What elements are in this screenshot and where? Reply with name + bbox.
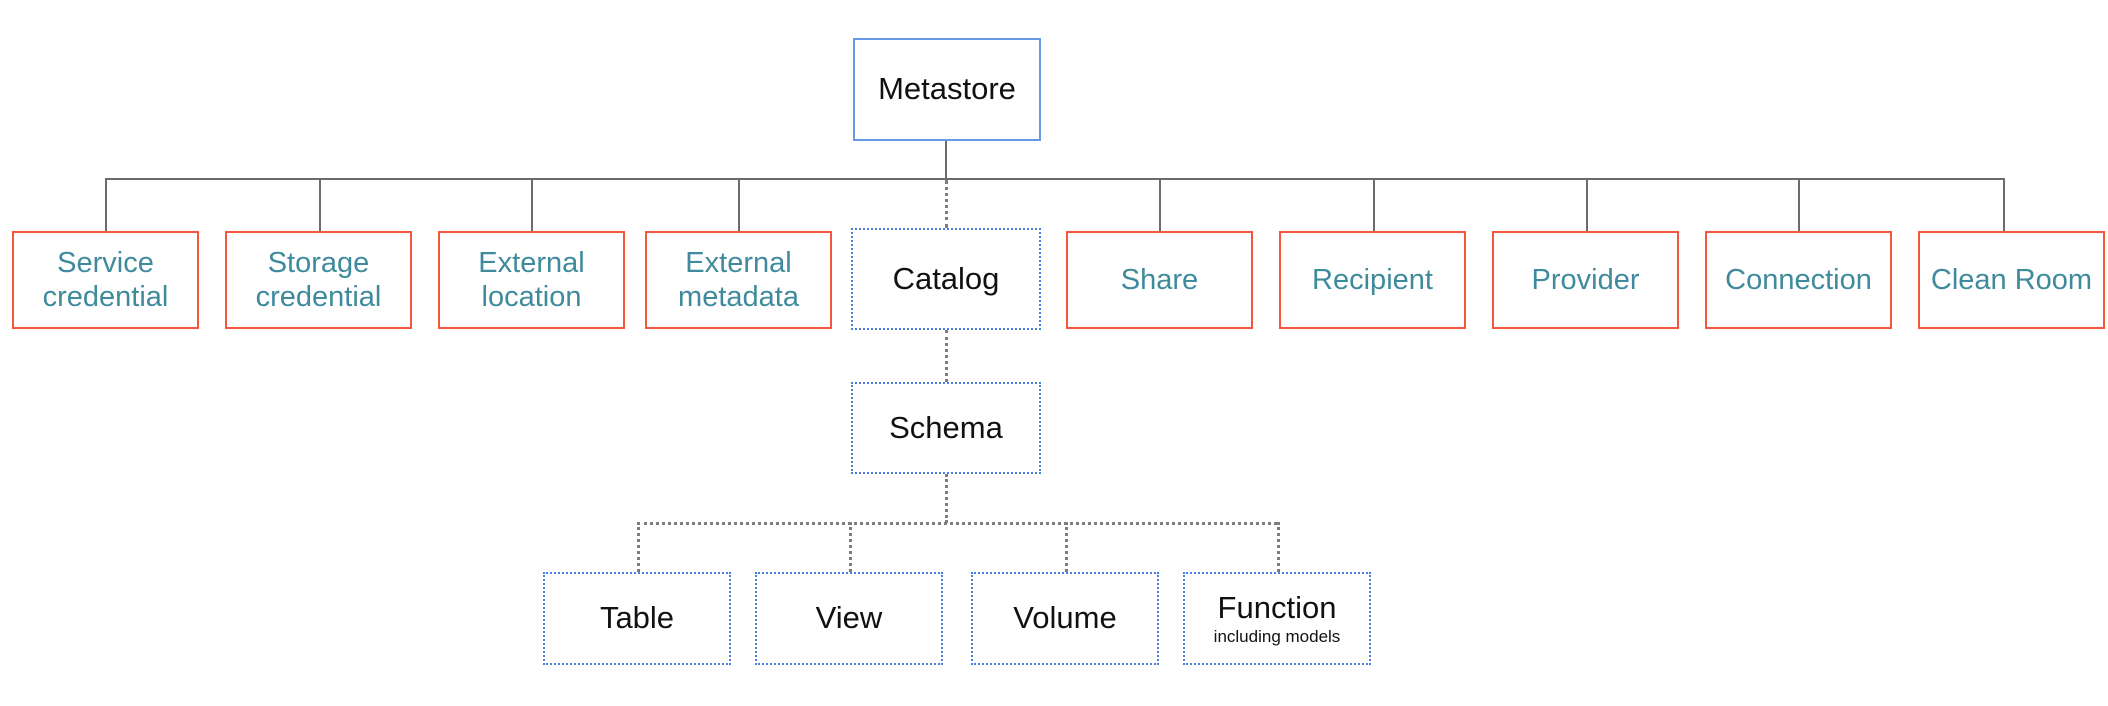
node-catalog[interactable]: Catalog bbox=[851, 228, 1041, 330]
node-recipient-label: Recipient bbox=[1312, 263, 1433, 296]
node-view[interactable]: View bbox=[755, 572, 943, 665]
edge-schema-bus bbox=[637, 522, 1277, 525]
edge-metastore-bus bbox=[105, 178, 2003, 180]
node-clean-room[interactable]: Clean Room bbox=[1918, 231, 2105, 329]
edge-to-service-credential bbox=[105, 178, 107, 231]
node-recipient[interactable]: Recipient bbox=[1279, 231, 1466, 329]
edge-to-provider bbox=[1586, 178, 1588, 231]
node-function[interactable]: Function including models bbox=[1183, 572, 1371, 665]
node-table[interactable]: Table bbox=[543, 572, 731, 665]
node-external-metadata-label: External metadata bbox=[678, 246, 799, 313]
edge-to-storage-credential bbox=[319, 178, 321, 231]
edge-catalog-schema bbox=[945, 330, 948, 382]
node-connection[interactable]: Connection bbox=[1705, 231, 1892, 329]
edge-to-catalog bbox=[945, 180, 948, 228]
node-connection-label: Connection bbox=[1725, 263, 1872, 296]
node-table-label: Table bbox=[599, 600, 675, 636]
node-metastore[interactable]: Metastore bbox=[853, 38, 1041, 141]
edge-to-table bbox=[637, 522, 640, 572]
edge-to-view bbox=[849, 522, 852, 572]
node-share[interactable]: Share bbox=[1066, 231, 1253, 329]
node-service-credential[interactable]: Service credential bbox=[12, 231, 199, 329]
node-volume-label: Volume bbox=[1013, 600, 1117, 636]
node-metastore-label: Metastore bbox=[878, 71, 1016, 107]
node-volume[interactable]: Volume bbox=[971, 572, 1159, 665]
node-function-label: Function bbox=[1217, 589, 1337, 625]
node-provider[interactable]: Provider bbox=[1492, 231, 1679, 329]
edge-to-share bbox=[1159, 178, 1161, 231]
edge-schema-stem bbox=[945, 474, 948, 523]
node-external-location-label: External location bbox=[478, 246, 585, 313]
node-service-credential-label: Service credential bbox=[42, 246, 169, 313]
edge-metastore-stem bbox=[945, 140, 947, 179]
node-schema[interactable]: Schema bbox=[851, 382, 1041, 474]
edge-to-external-location bbox=[531, 178, 533, 231]
node-share-label: Share bbox=[1120, 263, 1199, 296]
node-function-sublabel: including models bbox=[1213, 627, 1341, 647]
edge-to-volume bbox=[1065, 522, 1068, 572]
node-clean-room-label: Clean Room bbox=[1930, 263, 2093, 296]
node-storage-credential[interactable]: Storage credential bbox=[225, 231, 412, 329]
node-external-metadata[interactable]: External metadata bbox=[645, 231, 832, 329]
edge-to-recipient bbox=[1373, 178, 1375, 231]
node-external-location[interactable]: External location bbox=[438, 231, 625, 329]
edge-to-external-metadata bbox=[738, 178, 740, 231]
node-provider-label: Provider bbox=[1531, 263, 1640, 296]
node-storage-credential-label: Storage credential bbox=[255, 246, 382, 313]
edge-to-function bbox=[1277, 522, 1280, 572]
node-catalog-label: Catalog bbox=[892, 260, 1000, 296]
node-schema-label: Schema bbox=[889, 409, 1003, 445]
node-view-label: View bbox=[815, 600, 883, 636]
edge-to-connection bbox=[1798, 178, 1800, 231]
edge-to-clean-room bbox=[2003, 178, 2005, 231]
